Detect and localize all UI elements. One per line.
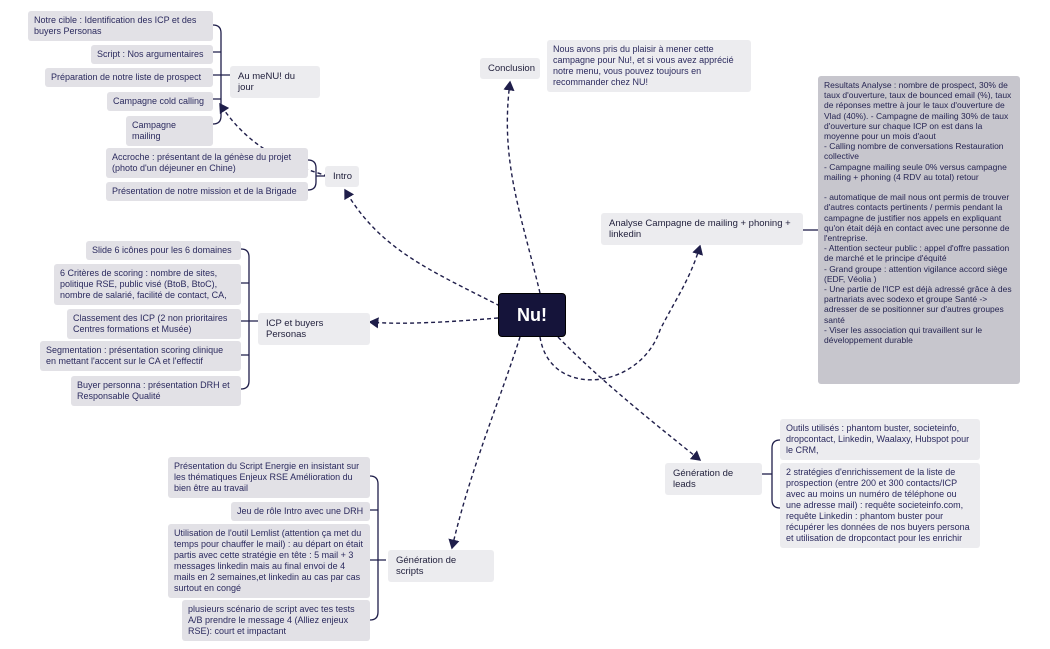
scripts-item-lemlist[interactable]: Utilisation de l'outil Lemlist (attentio… (168, 524, 370, 598)
link-intro (344, 188, 501, 307)
branch-analyse[interactable]: Analyse Campagne de mailing + phoning + … (601, 213, 803, 245)
branch-menu[interactable]: Au meNU! du jour (230, 66, 320, 98)
central-topic-nu[interactable]: Nu! (498, 293, 566, 337)
scripts-item-energie[interactable]: Présentation du Script Energie en insist… (168, 457, 370, 498)
icp-item-segmentation[interactable]: Segmentation : présentation scoring clin… (40, 341, 241, 371)
icp-item-buyer-persona[interactable]: Buyer personna : présentation DRH et Res… (71, 376, 241, 406)
branch-scripts[interactable]: Génération de scripts (388, 550, 494, 582)
branch-icp[interactable]: ICP et buyers Personas (258, 313, 370, 345)
link-conclusion (503, 80, 541, 294)
conclusion-text[interactable]: Nous avons pris du plaisir à mener cette… (547, 40, 751, 92)
menu-item-prospect-list[interactable]: Préparation de notre liste de prospect (45, 68, 213, 87)
link-icp (368, 317, 499, 329)
intro-item-hook[interactable]: Accroche : présentant de la génèse du pr… (106, 148, 308, 178)
icp-item-ranking[interactable]: Classement des ICP (2 non prioritaires C… (67, 309, 241, 339)
menu-item-mailing[interactable]: Campagne mailing (126, 116, 213, 146)
menu-item-target[interactable]: Notre cible : Identification des ICP et … (28, 11, 213, 41)
branch-leads[interactable]: Génération de leads (665, 463, 762, 495)
link-scripts (448, 336, 521, 550)
branch-conclusion[interactable]: Conclusion (480, 58, 540, 79)
leads-item-strategies[interactable]: 2 stratégies d'enrichissement de la list… (780, 463, 980, 548)
branch-intro[interactable]: Intro (325, 166, 359, 187)
scripts-item-role-play[interactable]: Jeu de rôle Intro avec une DRH (231, 502, 370, 521)
scripts-item-ab-tests[interactable]: plusieurs scénario de script avec tes te… (182, 600, 370, 641)
link-analyse (539, 244, 703, 381)
link-leads (557, 336, 702, 461)
leads-item-tools[interactable]: Outils utilisés : phantom buster, societ… (780, 419, 980, 460)
intro-item-mission[interactable]: Présentation de notre mission et de la B… (106, 182, 308, 201)
icp-item-scoring[interactable]: 6 Critères de scoring : nombre de sites,… (54, 264, 241, 305)
link-menu (219, 102, 329, 177)
menu-item-cold-calling[interactable]: Campagne cold calling (107, 92, 213, 111)
analyse-results[interactable]: Resultats Analyse : nombre de prospect, … (818, 76, 1020, 384)
icp-item-slide[interactable]: Slide 6 icônes pour les 6 domaines (86, 241, 241, 260)
menu-item-script[interactable]: Script : Nos argumentaires (91, 45, 213, 64)
